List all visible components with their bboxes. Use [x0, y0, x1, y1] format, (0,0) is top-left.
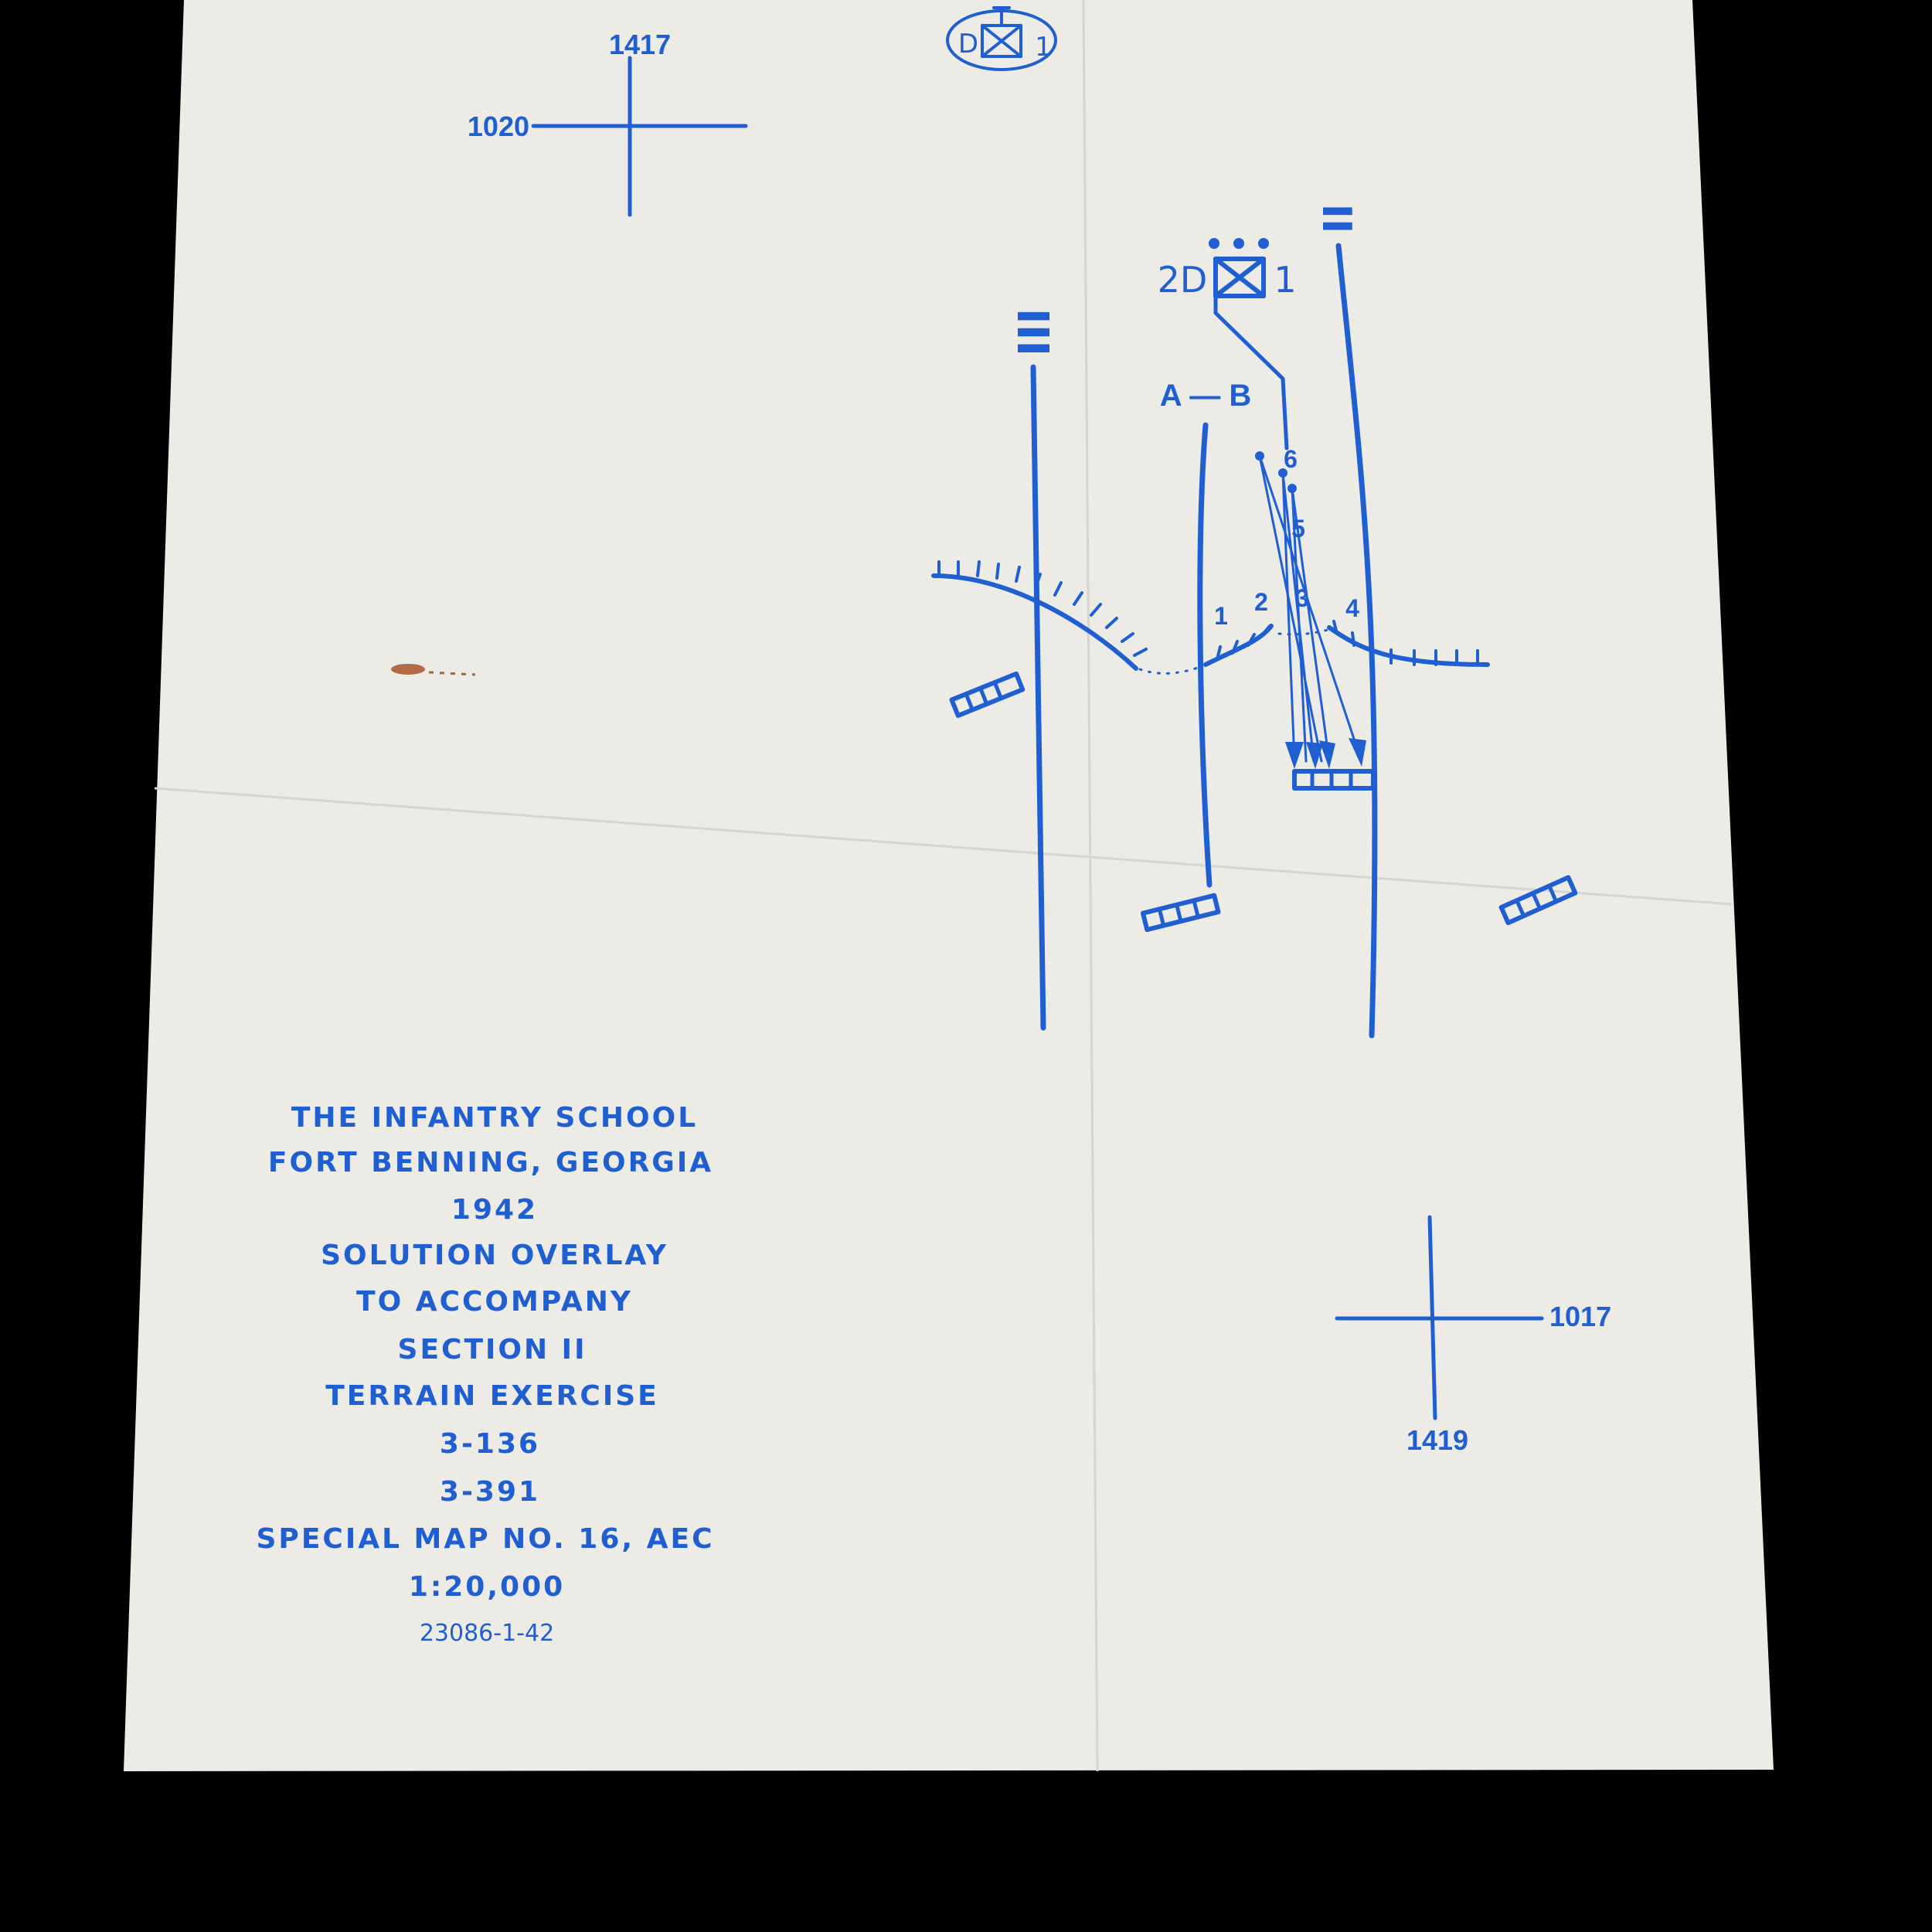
phase-line-label: A — B — [1160, 379, 1252, 413]
title-line-overlay: SOLUTION OVERLAY — [321, 1240, 668, 1271]
rust-stain — [391, 664, 425, 675]
position-6: 6 — [1284, 445, 1298, 473]
grid-label-1419: 1419 — [1406, 1424, 1468, 1456]
title-line-location: FORT BENNING, GEORGIA — [268, 1147, 713, 1179]
title-block: THE INFANTRY SCHOOL FORT BENNING, GEORGI… — [257, 1102, 715, 1647]
title-line-year: 1942 — [451, 1194, 538, 1226]
unit-top-number: 1 — [1035, 32, 1052, 63]
unit-symbol-top: D 1 — [946, 6, 1057, 71]
print-code: 23086-1-42 — [420, 1620, 554, 1647]
title-line-section: SECTION II — [398, 1334, 587, 1366]
grid-label-1417: 1417 — [609, 29, 671, 60]
title-line-number-2: 3-391 — [440, 1476, 540, 1508]
obstacle-center — [1292, 769, 1376, 791]
boundary-marker-left: III — [1007, 308, 1057, 357]
boundary-marker-right: II — [1313, 204, 1359, 234]
grid-label-1017: 1017 — [1549, 1301, 1611, 1332]
registration-mark-bottom-right: 1017 1419 — [1335, 1215, 1611, 1456]
vertical-fold — [1082, 0, 1099, 1772]
phase-line-ab: A — B — [1160, 379, 1252, 888]
title-line-accompany: TO ACCOMPANY — [356, 1286, 633, 1318]
ridge-line — [931, 560, 1490, 675]
paper — [124, 0, 1774, 1771]
rust-stain-trail — [428, 671, 476, 676]
obstacle-left — [949, 671, 1026, 718]
obstacle-right — [1498, 875, 1578, 926]
position-1: 1 — [1214, 602, 1228, 630]
boundary-left-label: III — [1007, 308, 1057, 357]
obstacle-symbols — [949, 671, 1578, 933]
unit-symbol-main: 2D 1 — [1158, 238, 1297, 451]
title-line-scale: 1:20,000 — [409, 1571, 565, 1603]
unit-main-number: 1 — [1274, 259, 1296, 301]
boundary-right-label: II — [1313, 204, 1359, 234]
boundary-line-left — [1030, 364, 1046, 1031]
title-line-map: SPECIAL MAP NO. 16, AEC — [257, 1523, 715, 1555]
registration-mark-top-left: 1417 1020 — [468, 29, 748, 217]
boundary-line-right — [1335, 243, 1378, 1039]
obstacle-lower-center — [1140, 893, 1221, 933]
title-line-number-1: 3-136 — [440, 1428, 540, 1460]
title-line-school: THE INFANTRY SCHOOL — [291, 1102, 698, 1134]
horizontal-fold — [154, 787, 1732, 906]
unit-top-designator: D — [958, 29, 978, 60]
title-line-exercise: TERRAIN EXERCISE — [325, 1380, 659, 1412]
unit-main-designator: 2D — [1158, 259, 1208, 301]
fire-arrows — [1255, 451, 1366, 769]
position-2: 2 — [1254, 588, 1268, 616]
position-4: 4 — [1345, 594, 1359, 622]
grid-label-1020: 1020 — [468, 111, 529, 142]
